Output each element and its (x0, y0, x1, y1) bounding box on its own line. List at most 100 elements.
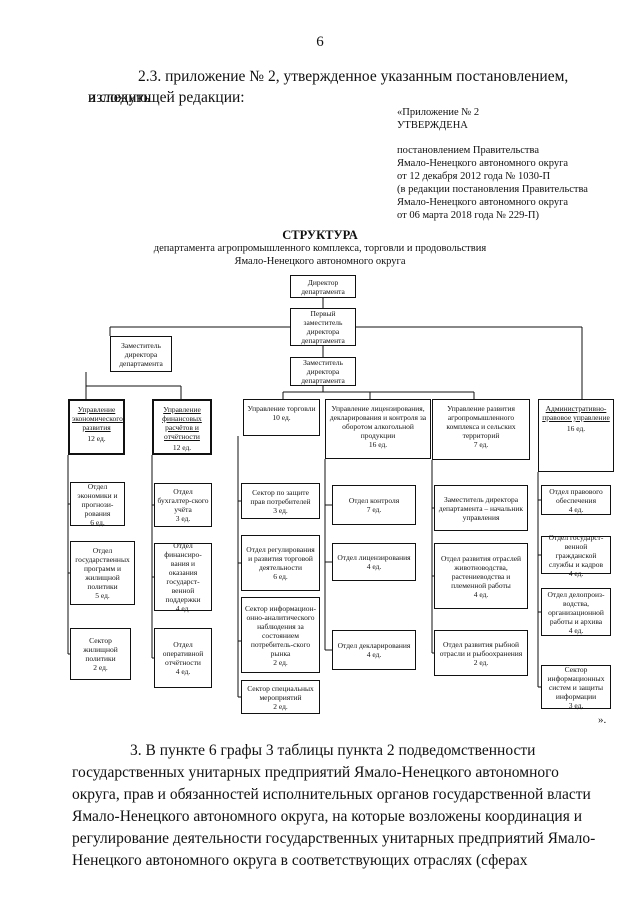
org-box-count: 16 ед. (566, 424, 586, 433)
org-box-label: Первый заместитель директора департамент… (301, 309, 345, 345)
org-box-label: Отдел государст-венной гражданской служб… (548, 532, 604, 569)
org-box-label: Отдел правового обеспечения (549, 486, 603, 505)
org-box-label: Управление экономического развития (72, 405, 123, 432)
org-box-col1-unit: Отдел государственных программ и жилищно… (70, 541, 135, 605)
org-box-count: 3 ед. (568, 700, 584, 710)
org-box-col5-head: Управление развития агропромышленного ко… (432, 399, 530, 460)
org-box-col1-head: Управление экономического развития 12 ед. (68, 399, 125, 455)
org-box-count: 16 ед. (368, 440, 388, 449)
org-box-col2-unit: Отдел финансиро-вания и оказания государ… (154, 541, 212, 613)
org-box-count: 12 ед. (172, 443, 192, 452)
org-box-label: Заместитель директора департамента (119, 340, 163, 368)
structure-subtitle: департамента агропромышленного комплекса… (153, 243, 487, 254)
org-box-first-deputy: Первый заместитель директора департамент… (290, 308, 356, 346)
org-box-label: Отдел лицензирования (337, 553, 411, 562)
org-box-count: 4 ед. (175, 604, 191, 613)
org-box-deputy-left: Заместитель директора департамента (110, 336, 172, 372)
org-box-label: Отдел делопроиз-водства, организационной… (547, 589, 605, 626)
org-box-label: Отдел государственных программ и жилищно… (75, 546, 130, 591)
org-box-count: 4 ед. (568, 568, 584, 578)
org-box-count: 4 ед. (175, 667, 191, 676)
org-box-count: 2 ед. (273, 657, 288, 667)
org-box-deputy-mid: Заместитель директора департамента (290, 357, 356, 386)
stamp-line: (в редакции постановления Правительства (397, 184, 588, 195)
org-box-label: Сектор информационных систем и защиты ин… (547, 664, 605, 701)
org-box-col3-unit: Сектор информацион-онно-аналитического н… (241, 597, 320, 673)
org-box-col5-unit: Заместитель директора департамента – нач… (434, 485, 528, 531)
org-box-label: Управление лицензирования, декларировани… (329, 404, 427, 440)
org-box-count: 4 ед. (568, 504, 584, 514)
org-box-label: Сектор специальных мероприятий (247, 683, 314, 702)
org-box-count: 7 ед. (473, 440, 489, 449)
org-box-label: Отдел регулирования и развития торговой … (246, 545, 315, 572)
stamp-line: постановлением Правительства (397, 145, 540, 156)
org-box-count: 4 ед. (366, 562, 382, 571)
paragraph-3-line: Ненецкого автономного округа в соответст… (72, 852, 528, 869)
org-box-count: 3 ед. (175, 514, 191, 523)
org-box-label: Сектор по защите прав потребителей (250, 487, 311, 506)
org-box-label: Управление торговли (247, 404, 316, 413)
org-box-label: Управление развития агропромышленного ко… (446, 404, 516, 440)
org-box-count: 6 ед. (90, 517, 105, 527)
stamp-line: от 12 декабря 2012 года № 1030-П (397, 171, 551, 182)
org-box-col6-unit: Отдел делопроиз-водства, организационной… (541, 588, 611, 636)
org-box-label: Отдел декларирования (337, 641, 411, 650)
org-box-count: 7 ед. (366, 505, 382, 514)
stamp-line: «Приложение № 2 (397, 107, 480, 118)
org-box-count: 6 ед. (273, 572, 288, 581)
org-box-count: 4 ед. (473, 589, 489, 599)
org-box-director: Директор департамента (290, 275, 356, 298)
paragraph-2-3-line1: 2.3. приложение № 2, утвержденное указан… (88, 68, 569, 106)
paragraph-3-line: государственных унитарных предприятий Ям… (72, 764, 559, 781)
org-box-col4-head: Управление лицензирования, декларировани… (325, 399, 431, 459)
paragraph-3-line: Ямало-Ненецкого автономного округа, на к… (72, 808, 582, 825)
org-box-label: Отдел экономики и прогнози-рования (77, 481, 118, 518)
org-box-count: 10 ед. (272, 413, 291, 422)
org-box-col2-head: Управление финансовых расчётов и отчётно… (152, 399, 212, 455)
org-box-label: Отдел оперативной отчётности (162, 640, 204, 667)
org-box-label: Отдел бухгалтер-ского учёта (157, 487, 209, 514)
org-box-col5-unit: Отдел развития рыбной отрасли и рыбоохра… (434, 630, 528, 676)
org-box-count: 2 ед. (273, 701, 288, 711)
paragraph-3-line: регулирование деятельности государственн… (72, 830, 596, 847)
paragraph-2-3-line2: в следующей редакции: (88, 89, 245, 106)
page-number: 6 (316, 34, 324, 50)
org-box-label: Управление финансовых расчётов и отчётно… (162, 405, 202, 441)
closing-quote: ». (598, 714, 607, 726)
org-box-col5-unit: Отдел развития отраслей животноводства, … (434, 543, 528, 609)
org-box-count: 2 ед. (93, 663, 108, 672)
org-box-label: Отдел контроля (348, 496, 400, 505)
org-box-col6-unit: Отдел государст-венной гражданской служб… (541, 532, 611, 578)
paragraph-3-line: округа, прав и обязанностей исполнительн… (72, 786, 591, 803)
stamp-line: Ямало-Ненецкого автономного округа (397, 197, 569, 208)
org-box-label: Отдел развития отраслей животноводства, … (440, 553, 522, 590)
stamp-line: от 06 марта 2018 года № 229-П) (397, 210, 540, 221)
org-box-count: 3 ед. (273, 505, 288, 515)
org-box-count: 2 ед. (473, 657, 489, 667)
org-box-count: 12 ед. (87, 434, 106, 443)
org-box-label: Заместитель директора департамента – нач… (438, 494, 524, 522)
structure-title: СТРУКТУРА (282, 228, 358, 242)
org-box-label: Сектор информацион-онно-аналитического н… (244, 603, 317, 658)
paragraph-3-line: 3. В пункте 6 графы 3 таблицы пункта 2 п… (130, 742, 536, 759)
org-box-count: 5 ед. (95, 591, 110, 600)
org-box-label: Отдел развития рыбной отрасли и рыбоохра… (439, 639, 523, 658)
org-box-label: Сектор жилищной политики (83, 636, 118, 663)
stamp-line: Ямало-Ненецкого автономного округа (397, 158, 569, 169)
org-box-count: 4 ед. (366, 650, 382, 659)
org-box-label: Заместитель директора департамента (301, 358, 345, 385)
structure-subtitle: Ямало-Ненецкого автономного округа (234, 256, 406, 267)
